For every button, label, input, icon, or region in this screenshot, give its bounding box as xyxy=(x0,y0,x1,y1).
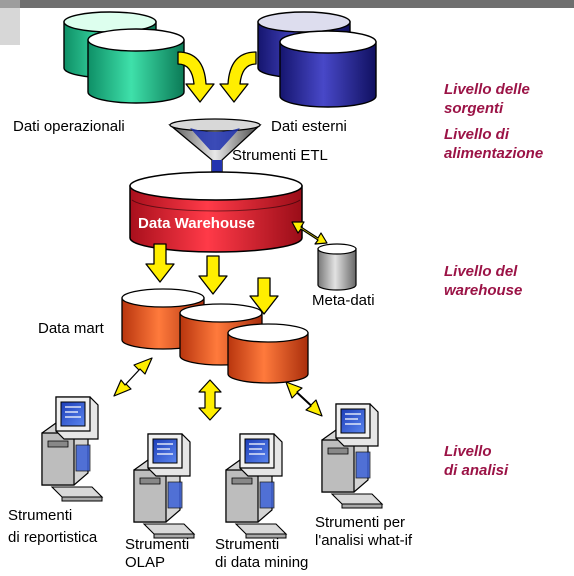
level-warehouse-line-1: Livello del xyxy=(444,263,518,280)
computer-workstation-icon xyxy=(225,433,288,539)
mining-tools-label: Strumenti di data mining xyxy=(215,536,308,572)
level-feeding-line-1: Livello di xyxy=(444,126,510,143)
operational-database-front xyxy=(87,28,185,104)
metadata-database xyxy=(317,243,357,291)
level-warehouse-label: Livello del warehouse xyxy=(444,262,522,300)
olap-tools-label: Strumenti OLAP xyxy=(125,536,189,572)
data-warehouse-database xyxy=(129,171,303,253)
computer-workstation-icon xyxy=(321,403,384,509)
level-sources-label: Livello delle sorgenti xyxy=(444,80,530,118)
level-analysis-line-2: di analisi xyxy=(444,462,509,479)
metadata-label: Meta-dati xyxy=(312,292,375,309)
datamart-label: Data mart xyxy=(38,320,104,337)
whatif-tools-line-2: l'analisi what-if xyxy=(315,532,413,549)
mining-tools-line-2: di data mining xyxy=(215,554,309,571)
title-band-fade xyxy=(0,0,20,45)
olap-tools-line-1: Strumenti xyxy=(125,536,190,553)
reporting-tools-line-2: di reportistica xyxy=(8,529,98,546)
arrow-icon xyxy=(145,243,279,315)
mining-tools-line-1: Strumenti xyxy=(215,536,280,553)
whatif-tools-line-1: Strumenti per xyxy=(315,514,406,531)
olap-tools-line-2: OLAP xyxy=(125,554,166,571)
computer-workstation-icon xyxy=(41,396,104,502)
arrow-icon xyxy=(291,221,328,245)
level-analysis-line-1: Livello xyxy=(444,443,492,460)
level-feeding-label: Livello di alimentazione xyxy=(444,125,543,163)
operational-data-label: Dati operazionali xyxy=(13,118,125,135)
datamart-database-3 xyxy=(227,323,309,384)
external-data-label: Dati esterni xyxy=(271,118,347,135)
reporting-tools-line-1: Strumenti xyxy=(8,507,73,524)
reporting-tools-label: Strumenti di reportistica xyxy=(8,507,97,547)
external-database-front xyxy=(279,30,377,108)
level-analysis-label: Livello di analisi xyxy=(444,442,508,480)
level-warehouse-line-2: warehouse xyxy=(444,282,523,299)
whatif-tools-label: Strumenti per l'analisi what-if xyxy=(315,514,412,550)
etl-tools-label: Strumenti ETL xyxy=(232,147,328,164)
computer-workstation-icon xyxy=(133,433,196,539)
level-feeding-line-2: alimentazione xyxy=(444,145,544,162)
arrow-icon xyxy=(177,51,257,103)
title-band xyxy=(0,0,574,8)
arrow-icon xyxy=(113,357,323,421)
data-warehouse-label: Data Warehouse xyxy=(138,215,255,232)
level-sources-line-2: sorgenti xyxy=(444,100,504,117)
level-sources-line-1: Livello delle xyxy=(444,81,530,98)
